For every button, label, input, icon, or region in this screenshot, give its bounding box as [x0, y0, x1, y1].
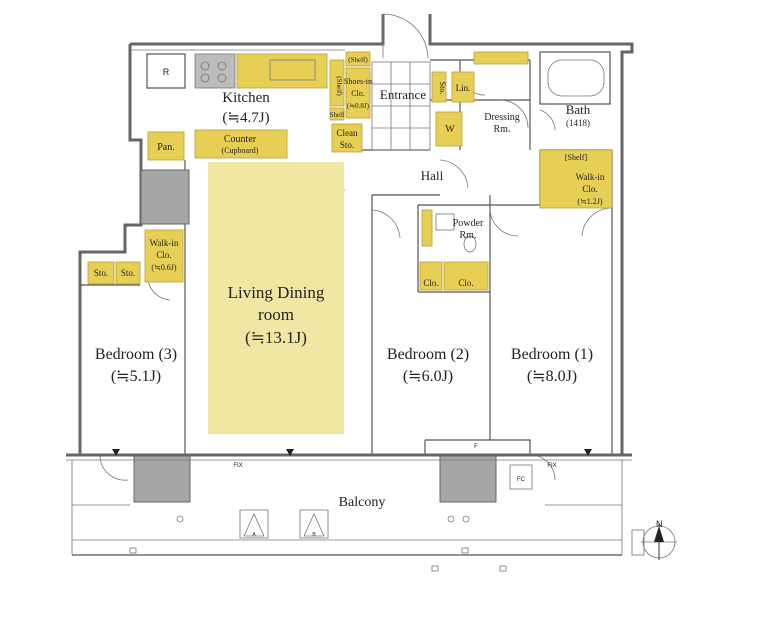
- bedroom3-label: Bedroom (3): [95, 346, 177, 363]
- entrance-label: Entrance: [380, 87, 426, 102]
- shelf-left-label: (Shelf): [335, 76, 343, 96]
- bathtub: [539, 51, 611, 105]
- balcony: [66, 453, 645, 572]
- walkin-bath-line1: Walk-in: [576, 172, 605, 182]
- clo-left-label: Clo.: [423, 278, 438, 288]
- bedroom1-label: Bedroom (1): [511, 346, 593, 363]
- clean-sto-line1: Clean: [337, 128, 358, 138]
- storage-blocks: [87, 51, 613, 291]
- living-area: [208, 162, 344, 434]
- dressing-label-line2: Rm.: [494, 124, 511, 135]
- shoes-label-line2: Clo.: [351, 89, 365, 98]
- bath-label: Bath: [566, 102, 591, 117]
- shoes-label-line3: (≒0.8J): [347, 102, 370, 110]
- fix-left-label: FIX: [233, 463, 242, 469]
- shelf-top-label: (Shelf): [348, 56, 368, 64]
- balcony-label: Balcony: [339, 495, 386, 510]
- unit-a-label: A: [252, 532, 256, 538]
- storage-labels: Counter (Cupboard) Pan. (Shelf) (Shelf) …: [94, 56, 605, 288]
- bedroom3-size: (≒5.1J): [111, 368, 161, 385]
- hall-label: Hall: [421, 168, 444, 183]
- kitchen-label: Kitchen: [222, 90, 270, 106]
- kitchen-fixtures: R: [146, 53, 328, 161]
- bedroom1-size: (≒8.0J): [527, 368, 577, 385]
- pantry-label: Pan.: [157, 142, 175, 153]
- washer-label: W: [445, 124, 455, 135]
- compass: N: [641, 519, 677, 560]
- bedroom2-size: (≒6.0J): [403, 368, 453, 385]
- shoes-label-line1: Shoes-in: [344, 77, 372, 86]
- walkin-bath-line3: (≒1.2J): [577, 197, 602, 206]
- walkin-bath-line2: Clo.: [582, 184, 597, 194]
- fix-right-label: FIX: [547, 463, 556, 469]
- unit-b-label: B: [312, 532, 316, 538]
- bath-size: (1418): [566, 118, 590, 128]
- fixture-labels: FIX FIX FC F A B: [233, 444, 556, 538]
- living-label-line2: room: [258, 305, 294, 324]
- walkin-bed3-line3: (≒0.6J): [151, 263, 176, 272]
- living-size: (≒13.1J): [245, 328, 307, 347]
- f-label: F: [474, 444, 478, 450]
- linen-label: Lin.: [456, 83, 471, 93]
- kitchen-size: (≒4.7J): [222, 110, 269, 126]
- walkin-bath-shelf: [Shelf]: [565, 153, 588, 162]
- fridge-label: R: [163, 67, 170, 77]
- dressing-label-line1: Dressing: [484, 112, 520, 123]
- counter-label-line1: Counter: [224, 134, 257, 145]
- sto-entrance-label: Sto.: [438, 82, 447, 95]
- walkin-bed3-line1: Walk-in: [150, 238, 179, 248]
- bedroom2-label: Bedroom (2): [387, 346, 469, 363]
- compass-north-label: N: [656, 519, 663, 529]
- powder-label-line2: Rm.: [460, 230, 477, 241]
- counter-label-line2: (Cupboard): [222, 146, 259, 155]
- room-labels: Kitchen (≒4.7J) Living Dining room (≒13.…: [95, 87, 593, 510]
- door-markers: [112, 449, 592, 456]
- clean-sto-line2: Sto.: [340, 140, 354, 150]
- living-label-line1: Living Dining: [228, 283, 325, 302]
- sto-right-label: Sto.: [121, 268, 135, 278]
- powder-label-line1: Powder: [453, 218, 484, 229]
- clo-right-label: Clo.: [458, 278, 473, 288]
- shelf-small-label: Shelf: [330, 111, 345, 119]
- toilet: [435, 213, 477, 253]
- entrance-floor: [371, 61, 431, 151]
- walkin-bed3-line2: Clo.: [156, 250, 171, 260]
- sto-left-label: Sto.: [94, 268, 108, 278]
- fc-label: FC: [517, 477, 526, 483]
